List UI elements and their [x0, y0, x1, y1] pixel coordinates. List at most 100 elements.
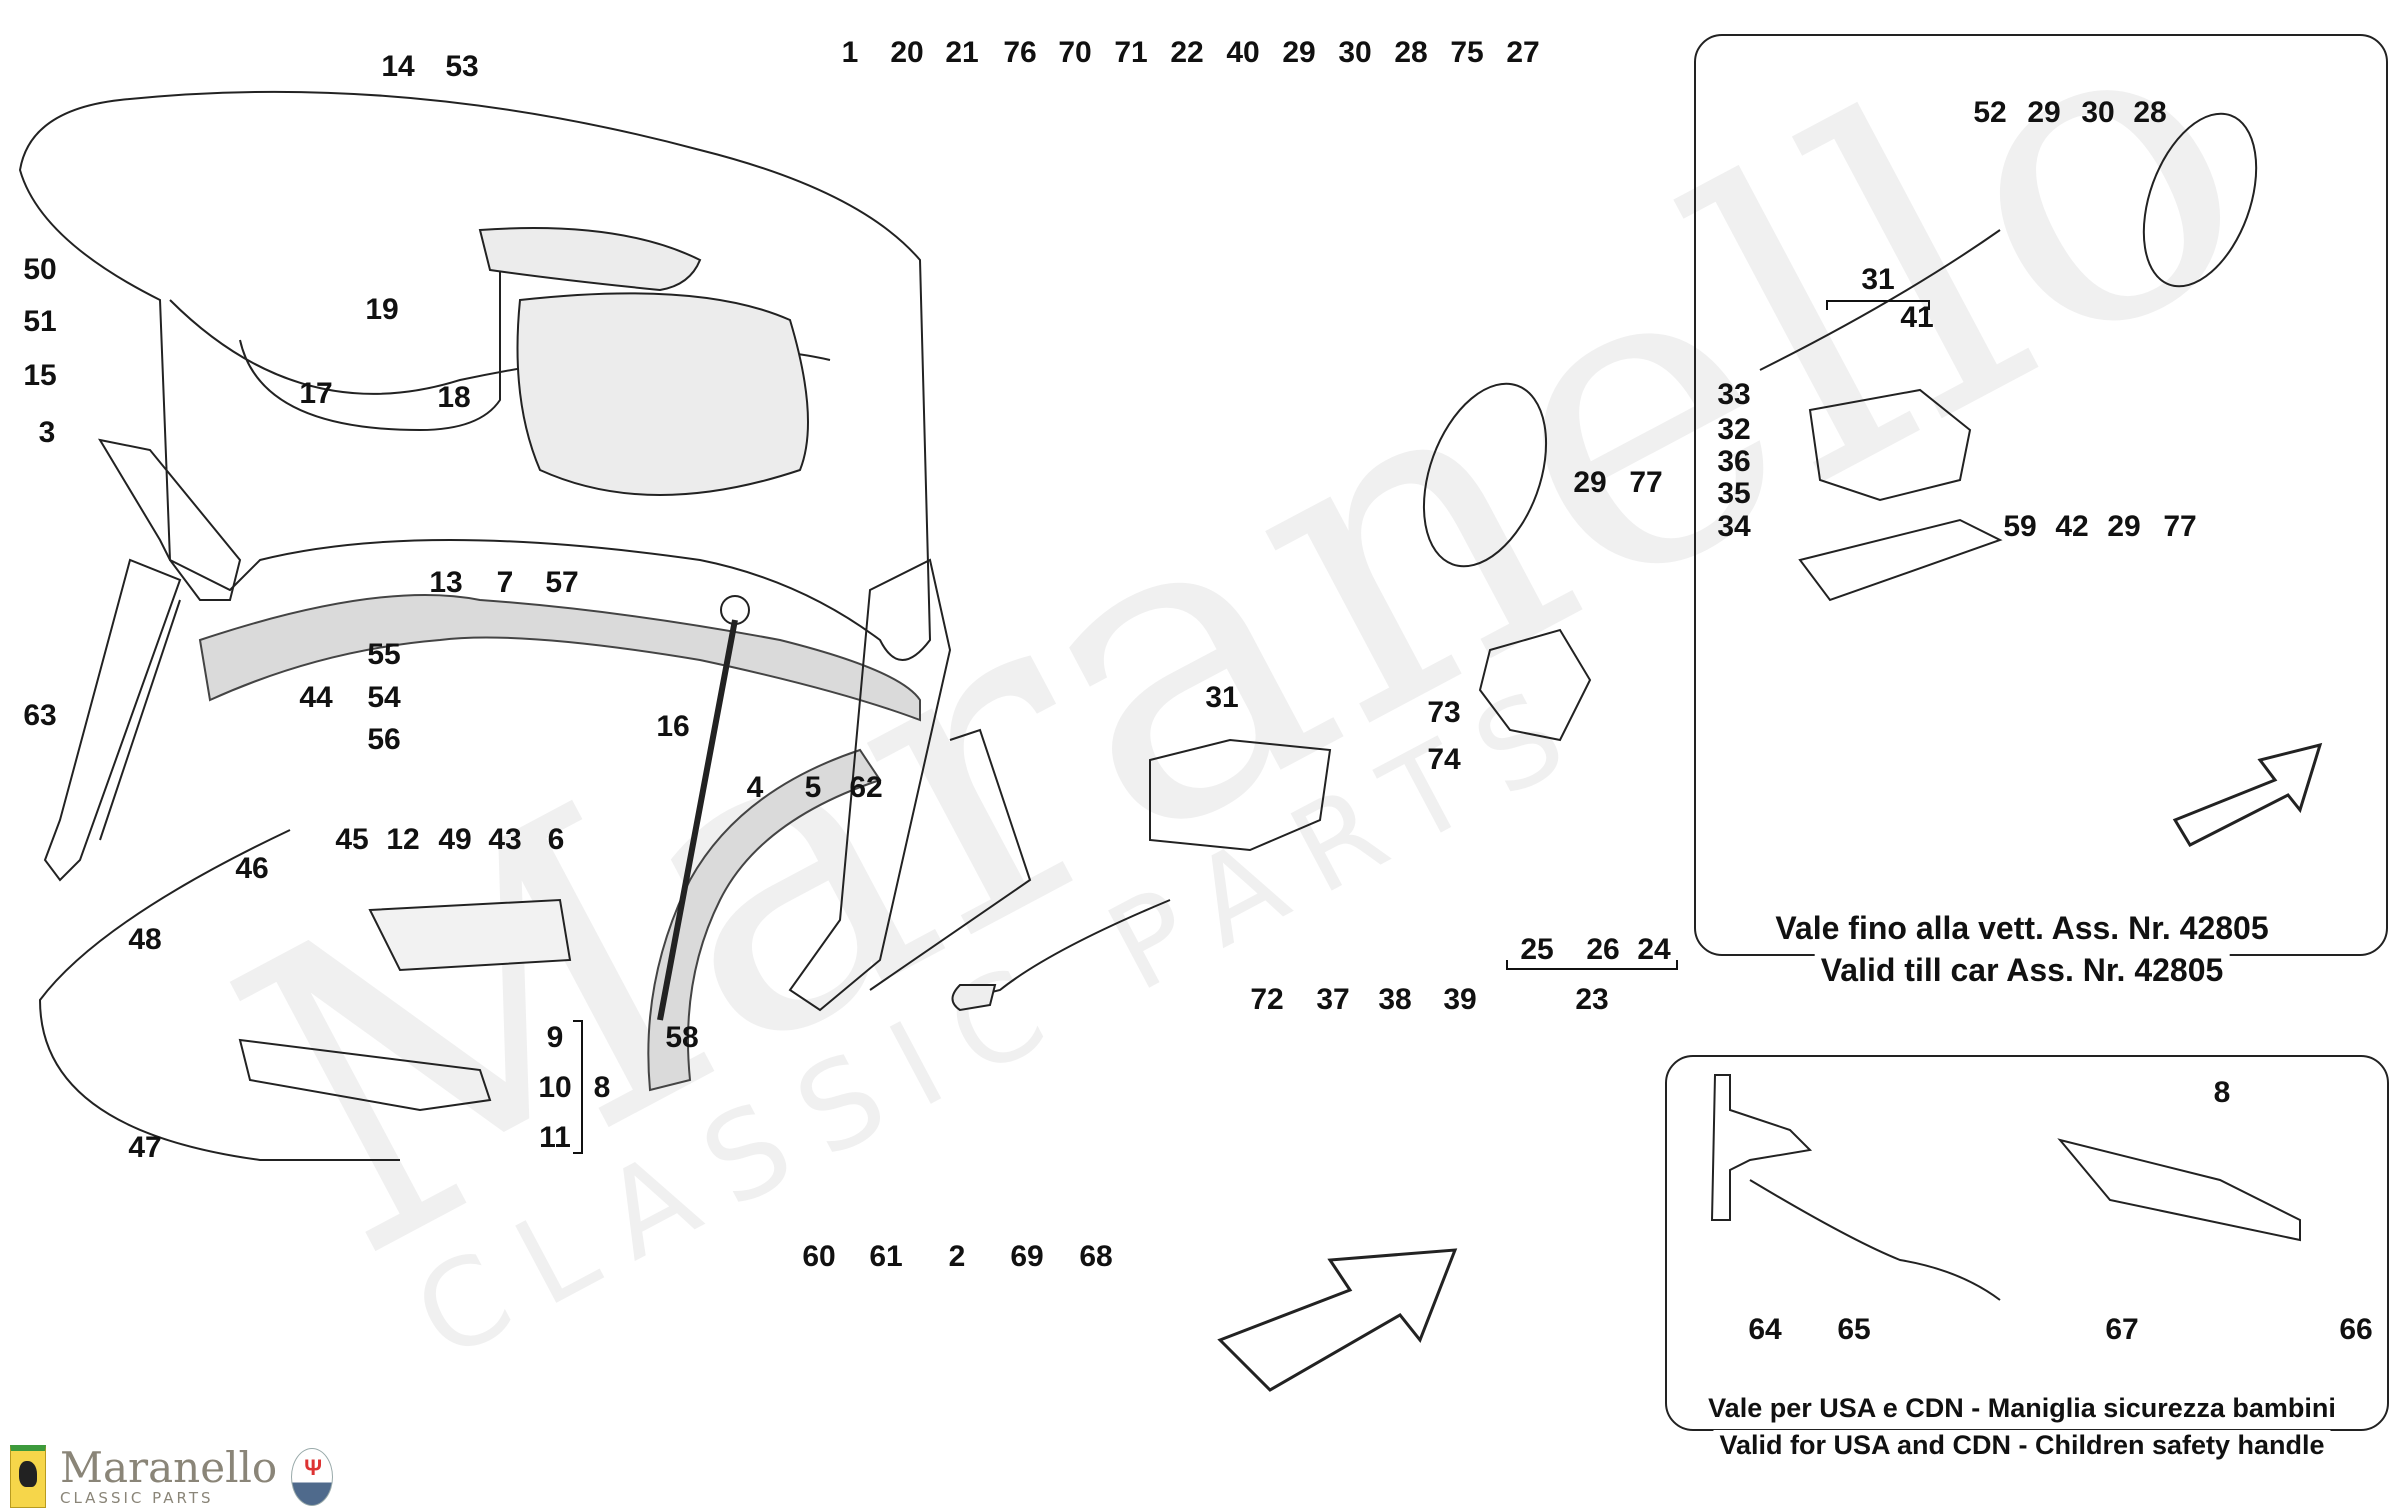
- callout-label-65: 65: [1837, 1313, 1871, 1346]
- callout-label-43: 43: [488, 823, 522, 856]
- callout-label-61: 61: [869, 1240, 903, 1273]
- callout-label-34: 34: [1717, 510, 1751, 543]
- callout-label-24: 24: [1637, 933, 1671, 966]
- callout-label-16: 16: [656, 710, 690, 743]
- callout-label-58: 58: [665, 1021, 699, 1054]
- release-cable: [38, 829, 400, 1161]
- callout-label-73: 73: [1427, 696, 1461, 729]
- callout-label-44: 44: [299, 681, 333, 714]
- callout-label-26: 26: [1586, 933, 1620, 966]
- callout-label-1: 1: [841, 36, 859, 69]
- callout-label-5: 5: [804, 771, 822, 804]
- callout-label-30: 30: [2081, 96, 2115, 129]
- callout-label-46: 46: [235, 852, 269, 885]
- callout-label-45: 45: [335, 823, 369, 856]
- brand-subtitle: CLASSIC PARTS: [60, 1488, 214, 1507]
- callout-label-39: 39: [1443, 983, 1477, 1016]
- callout-label-2: 2: [948, 1240, 966, 1273]
- callout-label-15: 15: [23, 359, 57, 392]
- inset-actuator: [1808, 388, 1972, 502]
- callout-label-57: 57: [545, 566, 579, 599]
- callout-label-3: 3: [38, 416, 56, 449]
- maranello-logo: Maranello CLASSIC PARTS Ψ: [10, 1442, 334, 1508]
- callout-label-29: 29: [1573, 466, 1607, 499]
- group-bracket-8: [573, 1020, 583, 1154]
- callout-label-31: 31: [1861, 263, 1895, 296]
- release-bracket: [238, 1038, 492, 1112]
- callout-label-76: 76: [1003, 36, 1037, 69]
- callout-label-12: 12: [386, 823, 420, 856]
- callout-label-63: 63: [23, 699, 57, 732]
- callout-label-30: 30: [1338, 36, 1372, 69]
- lid-pad: [516, 292, 809, 496]
- callout-label-20: 20: [890, 36, 924, 69]
- callout-label-50: 50: [23, 253, 57, 286]
- callout-label-48: 48: [128, 923, 162, 956]
- group-bracket-23: [1506, 960, 1678, 970]
- callout-label-22: 22: [1170, 36, 1204, 69]
- direction-arrow: [1217, 1248, 1458, 1392]
- callout-label-67: 67: [2105, 1313, 2139, 1346]
- callout-label-28: 28: [1394, 36, 1428, 69]
- callout-label-53: 53: [445, 50, 479, 83]
- inset-bottom-caption-en: Valid for USA and CDN - Children safety …: [1713, 1430, 2331, 1461]
- callout-label-7: 7: [496, 566, 514, 599]
- brand-name: Maranello: [60, 1442, 278, 1492]
- callout-label-55: 55: [367, 638, 401, 671]
- inset-arrow: [2172, 742, 2323, 847]
- callout-label-29: 29: [2027, 96, 2061, 129]
- callout-label-36: 36: [1717, 445, 1751, 478]
- callout-label-47: 47: [128, 1131, 162, 1164]
- callout-label-68: 68: [1079, 1240, 1113, 1273]
- inset-bottom-caption-it: Vale per USA e CDN - Maniglia sicurezza …: [1702, 1393, 2342, 1424]
- callout-label-69: 69: [1010, 1240, 1044, 1273]
- callout-label-49: 49: [438, 823, 472, 856]
- callout-label-14: 14: [381, 50, 415, 83]
- callout-label-77: 77: [2163, 510, 2197, 543]
- callout-label-19: 19: [365, 293, 399, 326]
- left-hinge: [97, 438, 242, 601]
- callout-label-27: 27: [1506, 36, 1540, 69]
- ferrari-badge-icon: [10, 1445, 46, 1508]
- callout-label-25: 25: [1520, 933, 1554, 966]
- maserati-badge-icon: Ψ: [291, 1447, 334, 1506]
- callout-label-11: 11: [539, 1121, 571, 1154]
- callout-label-29: 29: [2107, 510, 2141, 543]
- callout-label-17: 17: [299, 377, 333, 410]
- callout-label-9: 9: [546, 1021, 564, 1054]
- weatherstrip: [198, 594, 921, 722]
- callout-label-40: 40: [1226, 36, 1260, 69]
- striker: [1478, 628, 1592, 742]
- callout-label-13: 13: [429, 566, 463, 599]
- callout-label-54: 54: [367, 681, 401, 714]
- callout-label-21: 21: [945, 36, 979, 69]
- callout-label-60: 60: [802, 1240, 836, 1273]
- callout-label-29: 29: [1282, 36, 1316, 69]
- callout-label-4: 4: [746, 771, 764, 804]
- fuel-flap: [1422, 382, 1548, 568]
- callout-label-64: 64: [1748, 1313, 1782, 1346]
- rear-lid: [18, 90, 932, 661]
- callout-label-35: 35: [1717, 477, 1751, 510]
- release-handle: [368, 898, 572, 972]
- callout-label-42: 42: [2055, 510, 2089, 543]
- gas-strut: [657, 619, 738, 1021]
- callout-label-28: 28: [2133, 96, 2167, 129]
- inset-early-version: [1694, 34, 2388, 956]
- callout-label-6: 6: [547, 823, 565, 856]
- callout-label-32: 32: [1717, 413, 1751, 446]
- callout-label-23: 23: [1575, 983, 1609, 1016]
- callout-label-18: 18: [437, 381, 471, 414]
- callout-label-38: 38: [1378, 983, 1412, 1016]
- callout-label-37: 37: [1316, 983, 1350, 1016]
- callout-label-56: 56: [367, 723, 401, 756]
- callout-label-62: 62: [849, 771, 883, 804]
- callout-label-51: 51: [23, 305, 57, 338]
- callout-label-72: 72: [1250, 983, 1284, 1016]
- callout-label-66: 66: [2339, 1313, 2373, 1346]
- callout-label-10: 10: [538, 1071, 572, 1104]
- callout-label-75: 75: [1450, 36, 1484, 69]
- callout-label-59: 59: [2003, 510, 2037, 543]
- inset-top-caption-en: Valid till car Ass. Nr. 42805: [1814, 952, 2230, 989]
